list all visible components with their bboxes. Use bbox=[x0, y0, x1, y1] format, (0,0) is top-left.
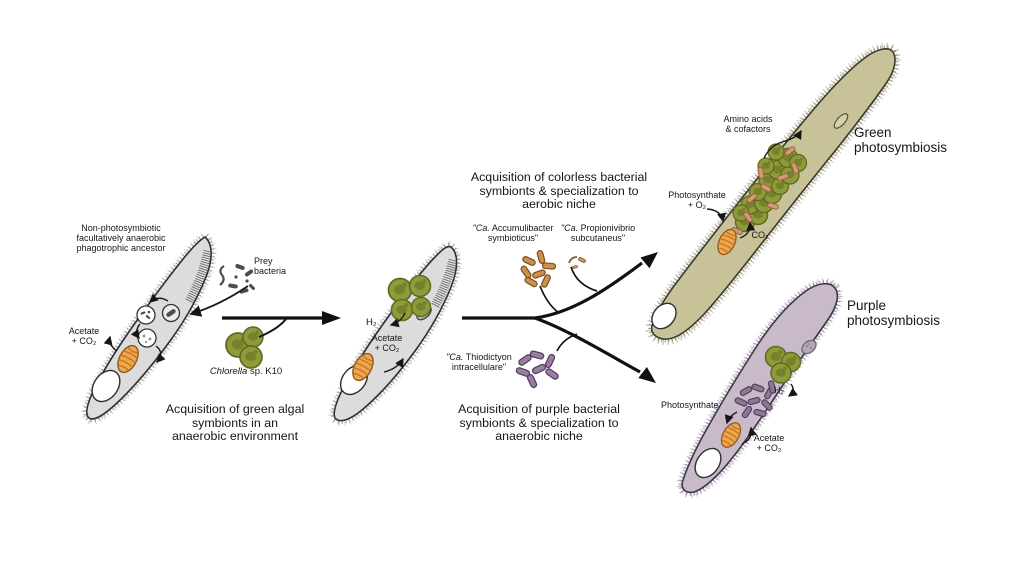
purple-photosymbiosis-cell bbox=[676, 278, 843, 498]
thiodictyon-genus: Thiodictyon bbox=[463, 352, 512, 362]
metabolite-arrows bbox=[724, 383, 798, 445]
green-photosymbiosis-title: Green photosymbiosis bbox=[854, 125, 948, 155]
candidatus-abbrev: "Ca. bbox=[446, 352, 464, 362]
propionivibrio-genus: Propionivibrio bbox=[578, 223, 636, 233]
chlorella-icon bbox=[225, 326, 264, 369]
branch-arrows bbox=[462, 252, 658, 383]
purple-photosymbiosis-title: Purple photosymbiosis bbox=[847, 298, 941, 328]
acetate-co2-label-purple: Acetate + CO₂ bbox=[753, 433, 785, 453]
digestion-arrows bbox=[103, 293, 169, 364]
caption-aerobic-branch: Acquisition of colorless bacterial symbi… bbox=[470, 170, 648, 212]
prey-bacteria-icon bbox=[219, 263, 256, 295]
chlorella-strain: sp. K10 bbox=[247, 366, 283, 377]
chlorella-genus: Chlorella bbox=[209, 366, 248, 377]
metabolite-arrows bbox=[383, 312, 406, 373]
thiodictyon-line1: "Ca. Thiodictyon bbox=[446, 352, 512, 362]
metabolite-arrows bbox=[706, 129, 802, 239]
candidatus-abbrev: "Ca. bbox=[472, 223, 490, 233]
h2-label-purple: H₂ bbox=[774, 385, 784, 395]
green-photosymbiosis-cell bbox=[645, 42, 901, 346]
nucleus-icon bbox=[801, 339, 817, 355]
ingestion-arrow bbox=[189, 285, 249, 317]
acetate-co2-label-ancestor: Acetate + CO₂ bbox=[68, 326, 100, 346]
tail-vacuole bbox=[91, 369, 121, 403]
propionivibrio-line1: "Ca. Propionivibrio bbox=[561, 223, 635, 233]
accumulibacter-icon bbox=[519, 249, 557, 289]
tail-vacuole bbox=[651, 302, 677, 330]
thiodictyon-species: intracellulare" bbox=[451, 361, 507, 372]
candidatus-abbrev: "Ca. bbox=[560, 223, 579, 233]
tail-vacuole bbox=[694, 447, 722, 479]
accumulibacter-species: symbioticus" bbox=[487, 232, 539, 243]
food-vacuole-1 bbox=[136, 305, 156, 325]
ancestor-cell bbox=[81, 230, 217, 425]
chlorella-label: Chlorella sp. K10 bbox=[198, 366, 294, 378]
food-vacuole-2 bbox=[137, 328, 157, 348]
propionivibrio-icon bbox=[568, 256, 587, 269]
amino-acids-label: Amino acids & cofactors bbox=[723, 114, 773, 134]
caption-anaerobic-branch: Acquisition of purple bacterial symbiont… bbox=[458, 402, 620, 444]
acquisition-arrow-1 bbox=[222, 311, 341, 325]
accumulibacter-line1: "Ca. Accumulibacter bbox=[473, 223, 554, 233]
mouth-vesicle-icon bbox=[161, 303, 181, 323]
cytostome-icon bbox=[833, 113, 849, 129]
ancestor-label: Non-photosymbiotic facultatively anaerob… bbox=[76, 223, 166, 253]
photosynthate-o2-label: Photosynthate + O₂ bbox=[668, 190, 726, 210]
accumulibacter-genus: Accumulibacter bbox=[489, 223, 554, 233]
propionivibrio-species: subcutaneus" bbox=[570, 232, 626, 243]
chlorella-uptake-arrow bbox=[258, 318, 287, 338]
prey-bacteria-label: Prey bacteria bbox=[254, 256, 287, 276]
acetate-co2-label-intermediate: Acetate + CO₂ bbox=[371, 333, 403, 353]
co2-label-green: CO₂ bbox=[751, 230, 769, 240]
intermediate-cell bbox=[328, 241, 463, 427]
photosynthate-label-purple: Photosynthate bbox=[661, 400, 719, 410]
h2-label-intermediate: H₂ bbox=[366, 317, 377, 328]
caption-green-algal-acquisition: Acquisition of green algal symbionts in … bbox=[165, 402, 305, 444]
